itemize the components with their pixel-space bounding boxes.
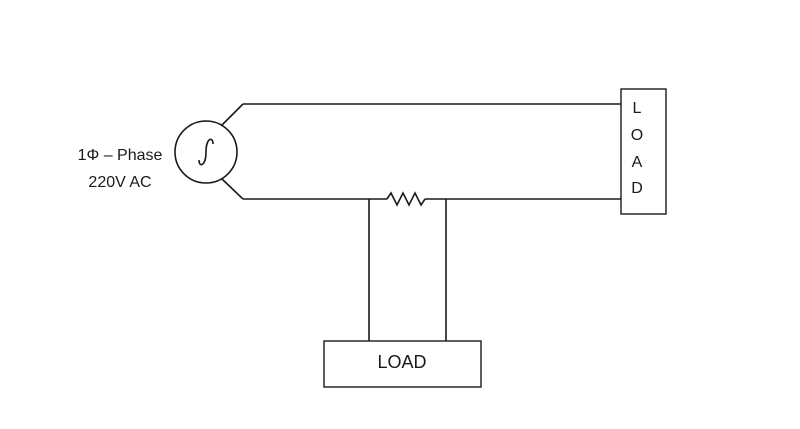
source-label-line1: 1Φ – Phase xyxy=(78,147,163,164)
resistor-icon xyxy=(386,191,426,207)
source-top-lead xyxy=(221,103,244,126)
right-load-letter: A xyxy=(632,154,643,171)
right-load: L O A D xyxy=(620,88,667,215)
bottom-load-box xyxy=(323,340,482,388)
ac-source xyxy=(174,120,238,184)
bottom-load-label: LOAD xyxy=(377,352,426,372)
right-load-box xyxy=(620,88,667,215)
bottom-load: LOAD xyxy=(323,340,482,388)
right-load-letter: L xyxy=(633,100,642,117)
sine-wave-icon xyxy=(198,138,214,166)
source-bottom-lead xyxy=(221,178,244,200)
source-label-line2: 220V AC xyxy=(88,174,151,191)
right-load-letter: O xyxy=(631,127,643,144)
right-load-letter: D xyxy=(631,180,643,197)
